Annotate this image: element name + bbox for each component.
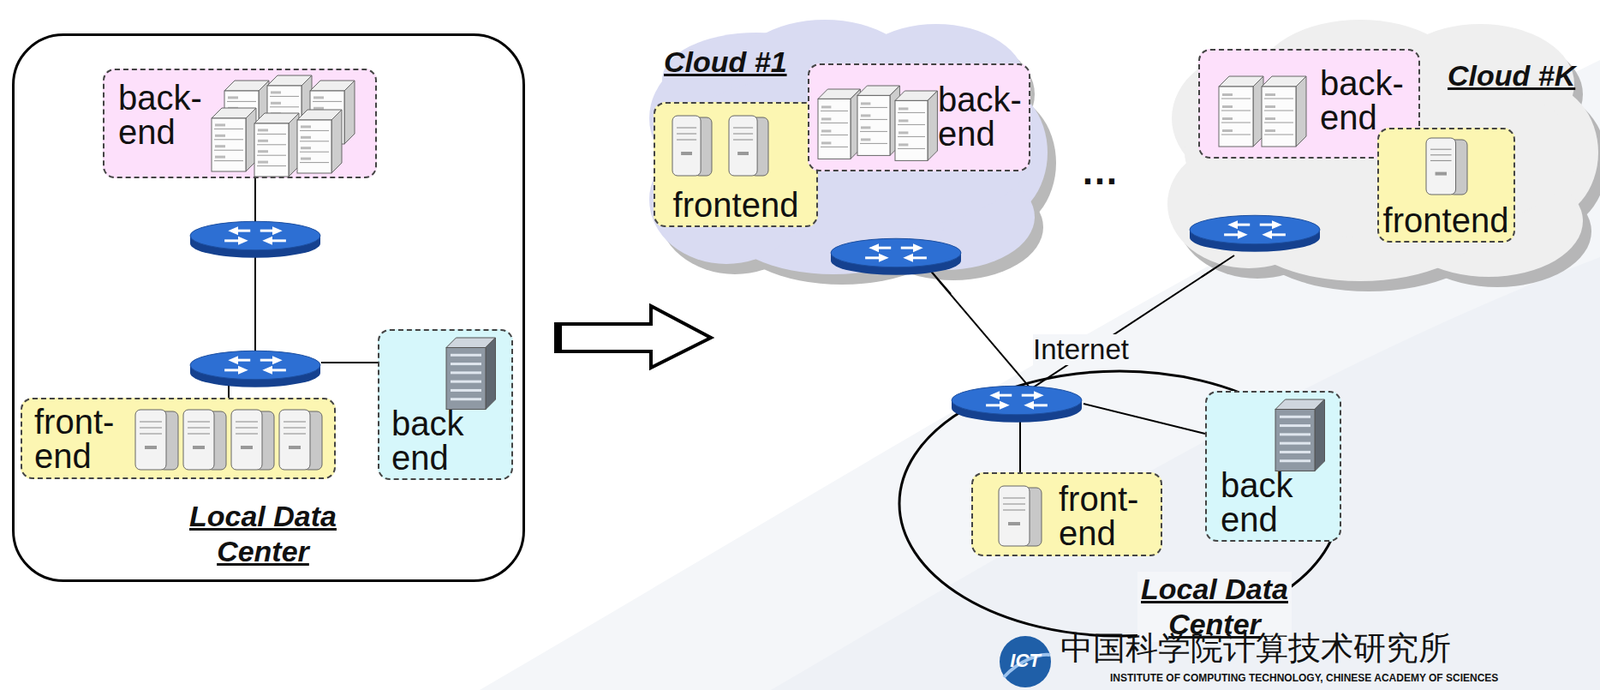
router-symbol <box>1189 214 1320 251</box>
server-group-box: frontend <box>1377 127 1516 243</box>
box-label: back end <box>391 405 465 475</box>
server-group-box: back- end <box>102 68 377 179</box>
server-group-box: back end <box>377 328 514 480</box>
ellipsis-mark: … <box>1080 150 1119 192</box>
server-group-box: front- end <box>971 471 1163 556</box>
network-link <box>1083 403 1206 434</box>
network-link <box>254 244 257 357</box>
rack-server <box>895 90 938 161</box>
tower-server <box>231 409 275 470</box>
transition-arrow-tail <box>554 322 562 353</box>
region-heading: Cloud #1 <box>663 44 788 80</box>
box-label: back- end <box>1319 65 1404 135</box>
network-link <box>928 268 1031 389</box>
server-group-box: back end <box>1205 390 1342 542</box>
server-group-box: front- end <box>20 397 336 479</box>
network-link <box>1032 255 1235 389</box>
box-label: back end <box>1220 467 1294 537</box>
tower-server <box>279 409 323 470</box>
node-illustration <box>809 65 1033 174</box>
network-link <box>254 178 257 227</box>
network-link <box>1201 255 1235 277</box>
tower-server <box>998 485 1042 546</box>
institute-name: 中国科学院计算技术研究所 <box>1060 630 1451 667</box>
server-group-box: frontend <box>653 101 818 227</box>
router-symbol <box>190 220 321 257</box>
box-label: frontend <box>673 187 800 222</box>
tower-server <box>728 115 769 176</box>
backend-server <box>1275 399 1326 472</box>
router-symbol <box>190 350 321 387</box>
data-center-region: Local Data Centerfront- endback end <box>897 369 1342 638</box>
tower-server <box>1426 137 1468 195</box>
region-heading: Cloud #K <box>1447 58 1576 94</box>
tower-server <box>135 409 179 470</box>
data-center-region: Local Data Center back- end front- end back… <box>11 33 526 582</box>
box-label: front- end <box>1058 481 1139 550</box>
institute-name-english: INSTITUTE OF COMPUTING TECHNOLOGY, CHINE… <box>1110 672 1499 684</box>
rack-server <box>1218 76 1264 147</box>
box-label: frontend <box>1383 202 1510 238</box>
rack-server <box>817 89 860 159</box>
rack-server <box>254 113 299 177</box>
box-label: back- end <box>937 82 1022 151</box>
rack-server <box>857 85 900 156</box>
background-swoosh <box>479 59 1600 690</box>
background-swoosh <box>770 256 1600 690</box>
cloud-shape <box>1167 19 1599 281</box>
box-label: back- end <box>118 80 203 150</box>
cloud-region: Cloud #K back- end frontend <box>1163 15 1600 287</box>
logo-mark: ICT <box>1006 650 1045 671</box>
network-label: Internet <box>1032 334 1129 365</box>
router-symbol <box>830 238 962 275</box>
box-label: front- end <box>34 404 114 473</box>
rack-server <box>297 109 342 174</box>
logo-circle <box>999 635 1051 687</box>
cloud-shape <box>649 19 1048 275</box>
router-symbol <box>951 385 1082 422</box>
tower-server <box>672 115 712 176</box>
rack-server <box>1261 76 1307 147</box>
region-heading: Local Data Center <box>177 498 349 569</box>
server-group-box: back- end <box>807 63 1031 172</box>
cloud-region: Cloud #1 frontend back- end <box>644 15 1051 281</box>
transition-arrow <box>555 305 711 368</box>
backend-server <box>446 337 496 410</box>
network-link <box>321 361 378 364</box>
tower-server <box>183 409 227 470</box>
rack-server <box>211 107 257 172</box>
